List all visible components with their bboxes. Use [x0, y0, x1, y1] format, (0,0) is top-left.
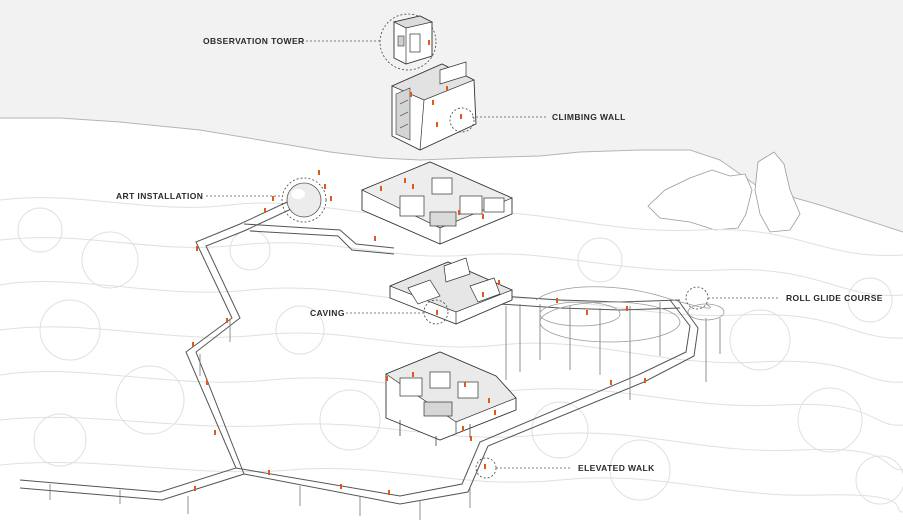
label-climbing-wall: CLIMBING WALL	[552, 112, 626, 122]
lower-platform	[385, 351, 517, 446]
leader-lines	[206, 40, 780, 469]
observation-tower	[379, 13, 437, 71]
label-art-installation: ART INSTALLATION	[116, 191, 204, 201]
climbing-wall-block	[391, 61, 477, 151]
label-observation-tower: OBSERVATION TOWER	[203, 36, 305, 46]
forest-terrain	[0, 197, 903, 513]
walkway-pillars	[49, 302, 721, 520]
art-installation-sphere	[281, 177, 327, 223]
roll-glide-loops	[535, 286, 725, 343]
caving-block	[389, 257, 513, 325]
rock-island	[647, 151, 801, 233]
label-caving: CAVING	[310, 308, 345, 318]
upper-platform	[361, 161, 513, 245]
people-figures	[192, 40, 646, 495]
label-elevated-walk: ELEVATED WALK	[578, 463, 655, 473]
roll-glide-highlight	[685, 286, 709, 310]
label-roll-glide-course: ROLL GLIDE COURSE	[786, 293, 883, 303]
elevated-walkway	[19, 195, 699, 505]
